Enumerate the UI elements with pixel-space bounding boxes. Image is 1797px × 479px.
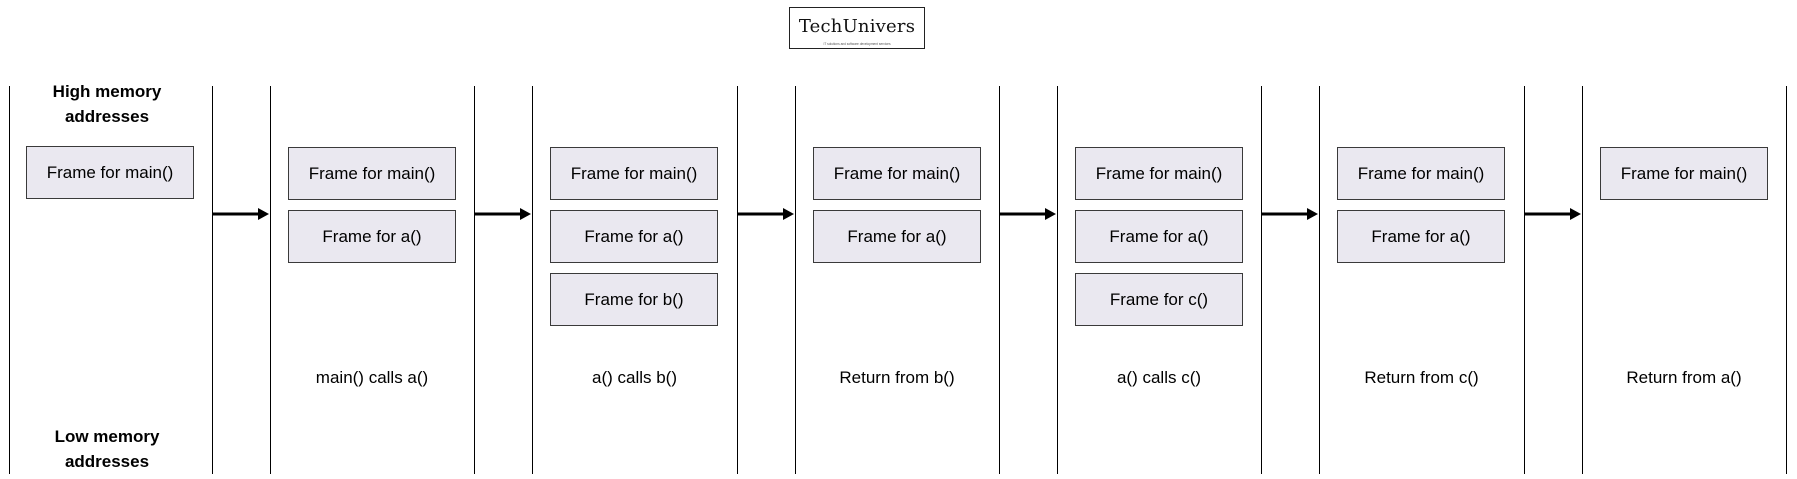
right-arrow-icon xyxy=(737,208,794,220)
high-memory-label-line1: High memory xyxy=(52,82,162,101)
stack-frame-main: Frame for main() xyxy=(26,146,194,199)
high-memory-label-line2: addresses xyxy=(64,107,150,126)
panel-divider-line xyxy=(795,86,796,474)
panel-divider-line xyxy=(532,86,533,474)
panel-divider-line xyxy=(212,86,213,474)
low-memory-label: Low memory addresses xyxy=(32,424,182,474)
panel-divider-line xyxy=(1057,86,1058,474)
stack-frame-a: Frame for a() xyxy=(1337,210,1505,263)
panel-divider-line xyxy=(9,86,10,474)
panel-divider-line xyxy=(270,86,271,474)
stack-frame-main: Frame for main() xyxy=(1337,147,1505,200)
step-caption: a() calls c() xyxy=(1116,368,1202,387)
step-caption: Return from b() xyxy=(839,368,955,387)
stack-frame-a: Frame for a() xyxy=(813,210,981,263)
panel-divider-line xyxy=(1582,86,1583,474)
right-arrow-icon xyxy=(474,208,531,220)
logo-title: TechUnivers xyxy=(798,16,916,37)
low-memory-label-line2: addresses xyxy=(64,452,150,471)
right-arrow-icon xyxy=(999,208,1056,220)
panel-divider-line xyxy=(1261,86,1262,474)
right-arrow-icon xyxy=(212,208,269,220)
techunivers-logo: TechUnivers IT solutions and software de… xyxy=(789,7,925,49)
stack-frame-b: Frame for b() xyxy=(550,273,718,326)
stack-frame-main: Frame for main() xyxy=(1600,147,1768,200)
stack-frame-main: Frame for main() xyxy=(550,147,718,200)
stack-frame-main: Frame for main() xyxy=(813,147,981,200)
panel-divider-line xyxy=(999,86,1000,474)
stack-frame-a: Frame for a() xyxy=(550,210,718,263)
right-arrow-icon xyxy=(1524,208,1581,220)
panel-divider-line xyxy=(1319,86,1320,474)
step-caption: a() calls b() xyxy=(591,368,677,387)
step-caption: Return from a() xyxy=(1626,368,1742,387)
panel-divider-line xyxy=(1786,86,1787,474)
logo-tagline: IT solutions and software development se… xyxy=(823,42,891,46)
step-caption: main() calls a() xyxy=(315,368,429,387)
panel-divider-line xyxy=(737,86,738,474)
stack-frame-main: Frame for main() xyxy=(1075,147,1243,200)
panel-divider-line xyxy=(1524,86,1525,474)
stack-frame-c: Frame for c() xyxy=(1075,273,1243,326)
panel-divider-line xyxy=(474,86,475,474)
stack-frame-main: Frame for main() xyxy=(288,147,456,200)
step-caption: Return from c() xyxy=(1364,368,1479,387)
stack-frame-a: Frame for a() xyxy=(1075,210,1243,263)
right-arrow-icon xyxy=(1261,208,1318,220)
high-memory-label: High memory addresses xyxy=(32,79,182,129)
stack-frame-a: Frame for a() xyxy=(288,210,456,263)
low-memory-label-line1: Low memory xyxy=(54,427,160,446)
